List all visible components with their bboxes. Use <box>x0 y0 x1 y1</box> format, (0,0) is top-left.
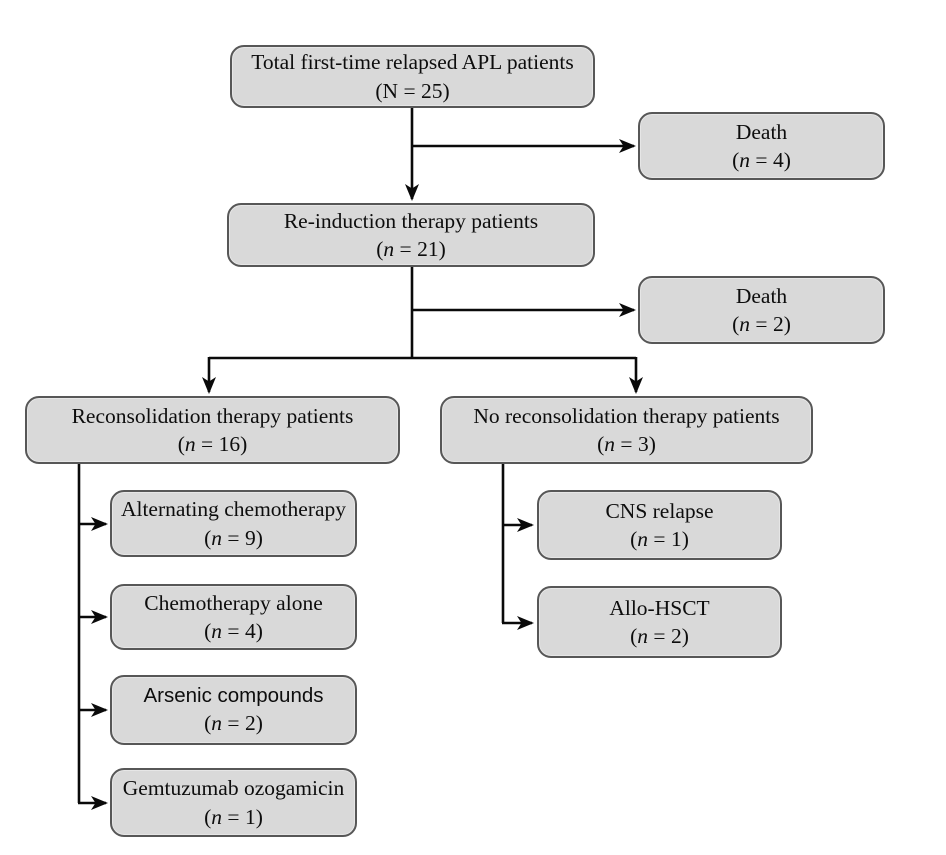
n-symbol: n <box>637 624 649 648</box>
box-no-reconsolidation: No reconsolidation therapy patients (n =… <box>440 396 813 464</box>
box-death-1: Death (n = 4) <box>638 112 885 180</box>
count-value: 9 <box>244 525 256 550</box>
count-value: 25 <box>420 78 443 103</box>
n-symbol: n <box>739 312 751 336</box>
count-value: 2 <box>244 711 256 736</box>
box-label: Reconsolidation therapy patients <box>71 403 354 428</box>
box-total-patients: Total first-time relapsed APL patients (… <box>230 45 595 108</box>
n-symbol: n <box>637 527 649 551</box>
count-value: 1 <box>670 527 682 551</box>
box-death-2: Death (n = 2) <box>638 276 885 344</box>
n-symbol: n <box>604 432 616 456</box>
count-value: 3 <box>637 432 649 456</box>
n-symbol: n <box>211 619 223 643</box>
box-reconsolidation: Reconsolidation therapy patients (n = 16… <box>25 396 400 464</box>
count-value: 2 <box>670 624 682 648</box>
box-chemotherapy-alone: Chemotherapy alone (n = 4) <box>110 584 357 650</box>
box-count: (n = 1) <box>204 804 263 829</box>
box-label: No reconsolidation therapy patients <box>473 403 780 428</box>
box-label: Arsenic compounds <box>143 684 324 708</box>
box-gemtuzumab-ozogamicin: Gemtuzumab ozogamicin (n = 1) <box>110 768 357 837</box>
box-count: (n = 1) <box>630 527 689 551</box>
n-symbol: n <box>739 148 751 172</box>
box-cns-relapse: CNS relapse (n = 1) <box>537 490 782 560</box>
n-symbol: n <box>184 432 196 456</box>
box-label: Allo-HSCT <box>609 595 710 620</box>
box-reinduction: Re-induction therapy patients (n = 21) <box>227 203 595 267</box>
n-symbol: n <box>211 525 223 550</box>
n-symbol: n <box>211 711 223 736</box>
box-count: (n = 2) <box>204 711 263 736</box>
box-label: Chemotherapy alone <box>144 590 323 615</box>
box-label: Total first-time relapsed APL patients <box>251 50 574 75</box>
count-value: 4 <box>772 148 784 172</box>
count-value: 16 <box>218 432 241 456</box>
box-label: CNS relapse <box>605 498 714 523</box>
box-arsenic-compounds: Arsenic compounds (n = 2) <box>110 675 357 745</box>
box-label: Death <box>735 283 788 308</box>
box-count: (n = 4) <box>204 619 263 643</box>
box-label: Gemtuzumab ozogamicin <box>122 776 345 801</box>
count-value: 21 <box>417 237 439 261</box>
box-count: (n = 4) <box>732 148 791 172</box>
box-count: (n = 2) <box>732 312 791 336</box>
count-value: 4 <box>244 619 256 643</box>
box-count: (n = 2) <box>630 624 689 648</box>
box-label: Alternating chemotherapy <box>120 497 347 522</box>
box-label: Re-induction therapy patients <box>283 208 539 233</box>
count-value: 2 <box>772 312 784 336</box>
box-alternating-chemotherapy: Alternating chemotherapy (n = 9) <box>110 490 357 557</box>
box-count: (n = 21) <box>376 237 446 261</box>
n-symbol: n <box>383 237 395 261</box>
n-symbol: n <box>211 804 223 829</box>
box-count: (n = 3) <box>597 432 656 456</box>
n-symbol: N <box>382 78 399 103</box>
box-count: (n = 9) <box>204 525 263 550</box>
box-label: Death <box>735 119 788 144</box>
box-count: (N = 25) <box>375 78 450 103</box>
box-count: (n = 16) <box>177 432 248 456</box>
count-value: 1 <box>244 804 256 829</box>
box-allo-hsct: Allo-HSCT (n = 2) <box>537 586 782 658</box>
